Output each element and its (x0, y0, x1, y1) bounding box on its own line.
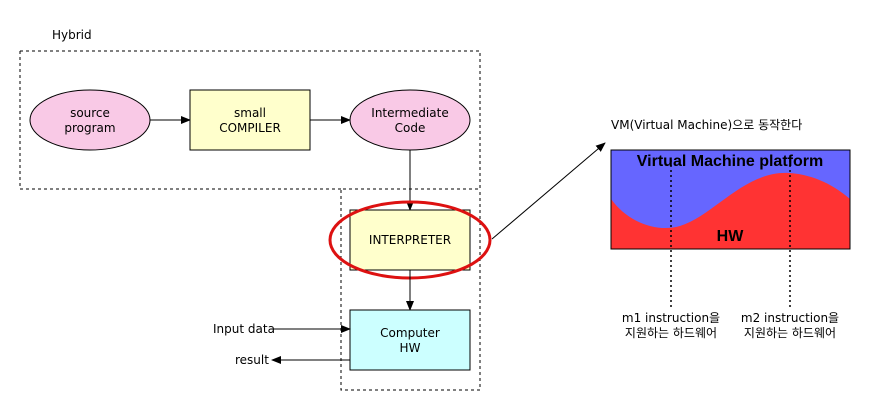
intermediate-code-shape (349, 89, 471, 151)
m1-label-line1: m1 instruction을 (622, 311, 720, 325)
input-data-label: Input data (213, 322, 275, 336)
computer-hw-line2: HW (400, 341, 421, 355)
interpreter-node: INTERPRETER (349, 209, 471, 271)
hybrid-region-left (19, 51, 341, 190)
hybrid-region (20, 50, 481, 391)
vm-platform-block: Virtual Machine platform HW (610, 149, 851, 250)
source-program-shape (29, 89, 151, 151)
hw-label: HW (717, 228, 745, 245)
intermediate-code-line1: Intermediate (371, 106, 448, 120)
intermediate-code-node: Intermediate Code (349, 89, 471, 151)
vm-caption: VM(Virtual Machine)으로 동작한다 (611, 118, 802, 132)
vm-platform-border (610, 149, 851, 250)
computer-hw-node: Computer HW (349, 309, 471, 371)
hybrid-label: Hybrid (52, 28, 92, 42)
source-program-line1: source (70, 106, 110, 120)
source-program-line2: program (64, 121, 115, 135)
result-label: result (235, 353, 269, 367)
arrow-interpreter-to-vm (491, 142, 606, 240)
m2-label-line2: 지원하는 하드웨어 (744, 326, 836, 340)
interpreter-label: INTERPRETER (369, 233, 451, 247)
source-program-node: source program (29, 89, 151, 151)
computer-hw-line1: Computer (380, 326, 440, 340)
small-compiler-node: small COMPILER (189, 89, 311, 151)
intermediate-code-line2: Code (395, 121, 426, 135)
m1-label-line2: 지원하는 하드웨어 (625, 326, 717, 340)
computer-hw-shape (349, 309, 471, 371)
vm-platform-label: Virtual Machine platform (637, 153, 823, 170)
small-compiler-shape (189, 89, 311, 151)
interpreter-shape (349, 209, 471, 271)
small-compiler-line2: COMPILER (219, 121, 281, 135)
small-compiler-line1: small (234, 106, 266, 120)
m2-label-line1: m2 instruction을 (741, 311, 839, 325)
